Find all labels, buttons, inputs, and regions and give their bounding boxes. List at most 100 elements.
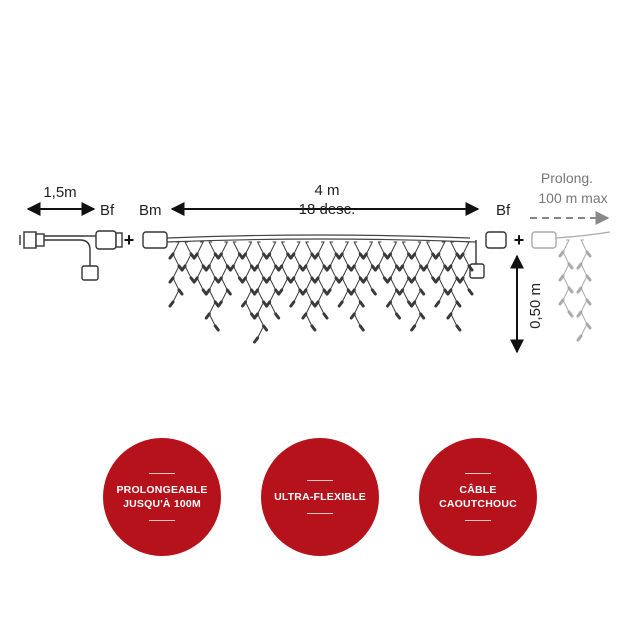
led-bulb	[585, 250, 592, 258]
led-bulb	[585, 298, 592, 306]
curtain-end-label: Bf	[496, 202, 511, 219]
badge-rubber-cable: CÂBLE CAOUTCHOUC	[419, 438, 537, 556]
led-bulb	[274, 312, 281, 320]
extension-connector	[531, 231, 557, 249]
drop-wire	[172, 241, 180, 303]
drop-wire	[389, 241, 398, 315]
led-bulb	[168, 300, 175, 308]
main-wire	[166, 238, 477, 243]
led-bulb	[325, 288, 332, 296]
led-bulb	[395, 312, 401, 320]
led-bulb	[204, 288, 211, 296]
led-bulb	[567, 310, 574, 318]
led-bulb	[576, 286, 583, 294]
led-bulb	[216, 300, 223, 308]
led-bulb	[253, 288, 260, 296]
led-bulb	[446, 312, 453, 320]
led-bulb	[349, 288, 356, 296]
led-bulb	[216, 276, 223, 284]
led-bulb	[386, 252, 392, 260]
led-bulb	[289, 300, 296, 308]
led-bulb	[410, 276, 417, 284]
led-bulb	[434, 300, 441, 308]
led-bulb	[410, 324, 417, 332]
led-bulb	[253, 312, 260, 320]
main-wire	[166, 234, 471, 239]
led-bulb	[216, 252, 223, 260]
led-bulb	[337, 276, 344, 284]
led-bulb	[361, 252, 368, 260]
led-bulb	[558, 298, 565, 306]
drop-wire	[329, 241, 337, 291]
led-bulb	[277, 264, 284, 272]
led-bulb	[358, 324, 365, 332]
led-bulb	[310, 324, 317, 332]
led-bulb	[265, 276, 272, 284]
led-bulb	[289, 276, 296, 284]
led-bulb	[168, 276, 175, 284]
led-bulb	[192, 276, 199, 284]
drop-wire	[269, 241, 277, 315]
led-bulb	[446, 264, 453, 272]
led-bulb	[313, 252, 320, 260]
drop-wire	[317, 241, 325, 315]
power-cable	[19, 230, 123, 281]
led-bulb	[204, 264, 211, 272]
cable-end-label: Bf	[100, 202, 115, 219]
led-bulb	[386, 300, 392, 308]
led-bulb	[253, 336, 260, 344]
led-bulb	[585, 322, 592, 330]
badge-extendable-text: PROLONGEABLE JUSQU'À 100M	[116, 484, 208, 510]
led-bulb	[168, 252, 175, 260]
led-bulb	[576, 310, 583, 318]
led-bulb	[192, 252, 199, 260]
drop-wire	[425, 241, 434, 279]
drop-wire	[580, 239, 588, 337]
drop-height-label: 0,50 m	[527, 283, 544, 329]
led-bulb	[241, 252, 247, 260]
cable-length-label: 1,5m	[43, 184, 76, 201]
led-bulb	[576, 334, 583, 342]
drop-wire	[562, 239, 570, 313]
led-bulb	[349, 312, 356, 320]
led-bulb	[253, 264, 260, 272]
led-bulb	[228, 264, 235, 272]
led-bulb	[337, 252, 344, 260]
plus-sign-2: +	[514, 230, 525, 250]
badge-rule-top	[307, 480, 333, 481]
led-bulb	[373, 264, 380, 272]
led-bulb	[337, 300, 344, 308]
led-bulb	[301, 312, 308, 320]
badge-rule-bottom	[465, 520, 491, 521]
drop-wire	[244, 241, 253, 315]
drop-wire	[341, 241, 349, 303]
led-bulb	[467, 264, 474, 272]
led-bulb	[225, 288, 232, 296]
extension-max: 100 m max	[538, 190, 607, 206]
led-bulb	[410, 300, 417, 308]
extension-wire	[555, 231, 611, 239]
drop-wire	[184, 241, 192, 279]
led-bulb	[358, 300, 365, 308]
led-bulb	[567, 286, 574, 294]
badge-rule-top	[149, 473, 175, 474]
led-bulb	[576, 262, 583, 270]
badge-rule-top	[465, 473, 491, 474]
led-bulb	[558, 250, 565, 258]
led-bulb	[265, 300, 272, 308]
led-bulb	[213, 324, 220, 332]
led-bulb	[434, 252, 441, 260]
badge-extendable: PROLONGEABLE JUSQU'À 100M	[103, 438, 221, 556]
led-bulb	[419, 312, 426, 320]
drop-wire	[256, 241, 265, 339]
led-bulb	[446, 288, 453, 296]
badge-ultra-flexible: ULTRA-FLEXIBLE	[261, 438, 379, 556]
led-bulb	[434, 276, 441, 284]
badge-rubber-cable-text: CÂBLE CAOUTCHOUC	[439, 484, 517, 510]
led-bulb	[585, 274, 592, 282]
curtain-connectors	[142, 231, 507, 279]
led-bulb	[325, 264, 332, 272]
led-bulb	[177, 288, 184, 296]
led-bulb	[180, 264, 187, 272]
drop-wire	[232, 241, 240, 279]
